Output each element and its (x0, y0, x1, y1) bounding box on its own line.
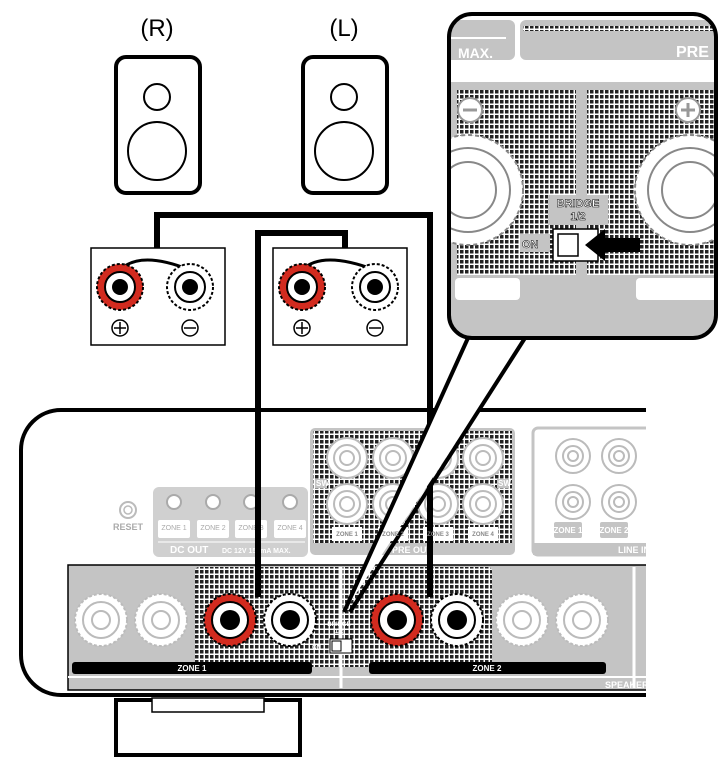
rca-jack (326, 437, 368, 479)
terminal-plus-red (278, 263, 326, 311)
dc-out-zone1: ZONE 1 (161, 525, 186, 532)
speaker-right-label: (R) (140, 15, 173, 42)
pre-out-zone-labels: ZONE 1 ZONE 2 ZONE 3 ZONE 4 (336, 532, 494, 538)
callout-on-label: ON (522, 239, 539, 251)
speaker-zone1-label: ZONE 1 (178, 664, 207, 673)
pre-out-zone3: ZONE 3 (427, 532, 449, 538)
plus-icon (111, 319, 129, 337)
amplifier-stand (114, 697, 302, 757)
terminal-minus-white (351, 263, 399, 311)
reset-label: RESET (113, 522, 144, 532)
dc-out-title: DC OUT (170, 545, 208, 556)
speaker-right-terminals (90, 247, 226, 346)
speaker-terminal-plus (370, 593, 424, 647)
speaker-terminal (74, 593, 128, 647)
pre-out-zone4: ZONE 4 (472, 532, 494, 538)
pre-out-title: PRE OUT (392, 545, 433, 555)
pre-out-sw-label: SW (316, 479, 329, 488)
callout-bridge-label: BRIDGE (557, 198, 600, 210)
bridge-switch-callout: MAX. PRE BRIDGE 1/2 ON (447, 12, 718, 340)
terminal-minus-white (166, 263, 214, 311)
line-in-zone1: ZONE 1 (554, 526, 583, 535)
callout-pointer (342, 336, 527, 614)
dc-out-zone4: ZONE 4 (277, 525, 302, 532)
rca-jack (326, 483, 368, 525)
dc-out-zone3: ZONE 3 (238, 525, 263, 532)
pre-out-zone2: ZONE 2 (382, 532, 404, 538)
speaker-terminal (555, 593, 609, 647)
pre-out-sw-label: SW (498, 479, 511, 488)
speaker-terminal (134, 593, 188, 647)
speaker-terminal (495, 593, 549, 647)
dc-out-panel: ZONE 1 ZONE 2 ZONE 3 ZONE 4 DC OUT DC 12… (153, 487, 308, 557)
speaker-zone2-label: ZONE 2 (473, 664, 502, 673)
pre-out-zone1: ZONE 1 (336, 532, 358, 538)
callout-bridge-sub: 1/2 (570, 211, 585, 223)
terminal-plus-red (96, 263, 144, 311)
reset-button: RESET (113, 501, 144, 532)
bridge-switch[interactable]: BRIDGE 1/2 ON (312, 622, 353, 654)
line-in-zone2: ZONE 2 (600, 526, 629, 535)
bridge-on-label: ON (312, 645, 321, 651)
speaker-right (114, 55, 202, 195)
speaker-left-terminals (272, 247, 408, 346)
speaker-terminal-plus (203, 593, 257, 647)
speaker-terminal (263, 593, 317, 647)
callout-pre-text: PRE (676, 44, 709, 61)
amplifier-rear-panel: RESET ZONE 1 ZONE 2 ZONE 3 ZONE 4 DC OUT… (19, 400, 655, 697)
dc-out-zone2: ZONE 2 (200, 525, 225, 532)
arrow-left-icon (585, 229, 640, 261)
minus-icon (181, 319, 199, 337)
speaker-terminal-panel: ZONE 1 ZONE 2 SPEAKERS BRIDGE 1/2 ON (67, 564, 655, 691)
callout-max-text: MAX. (458, 45, 493, 61)
rca-jack (462, 483, 504, 525)
speaker-terminal (430, 593, 484, 647)
speaker-left-label: (L) (329, 15, 358, 42)
callout-bridge-switch (552, 228, 599, 262)
bridge-label: BRIDGE (327, 622, 350, 628)
speakers-title: SPEAKERS (605, 680, 655, 690)
speaker-left (301, 55, 389, 195)
line-in-title: LINE IN (618, 545, 650, 555)
minus-icon (366, 319, 384, 337)
rca-jack (462, 437, 504, 479)
rca-jack (372, 437, 414, 479)
bridge-sub-label: 1/2 (335, 629, 344, 635)
line-in-panel: LINE IN ZONE 1 ZONE 2 (531, 426, 650, 557)
plus-icon (293, 319, 311, 337)
